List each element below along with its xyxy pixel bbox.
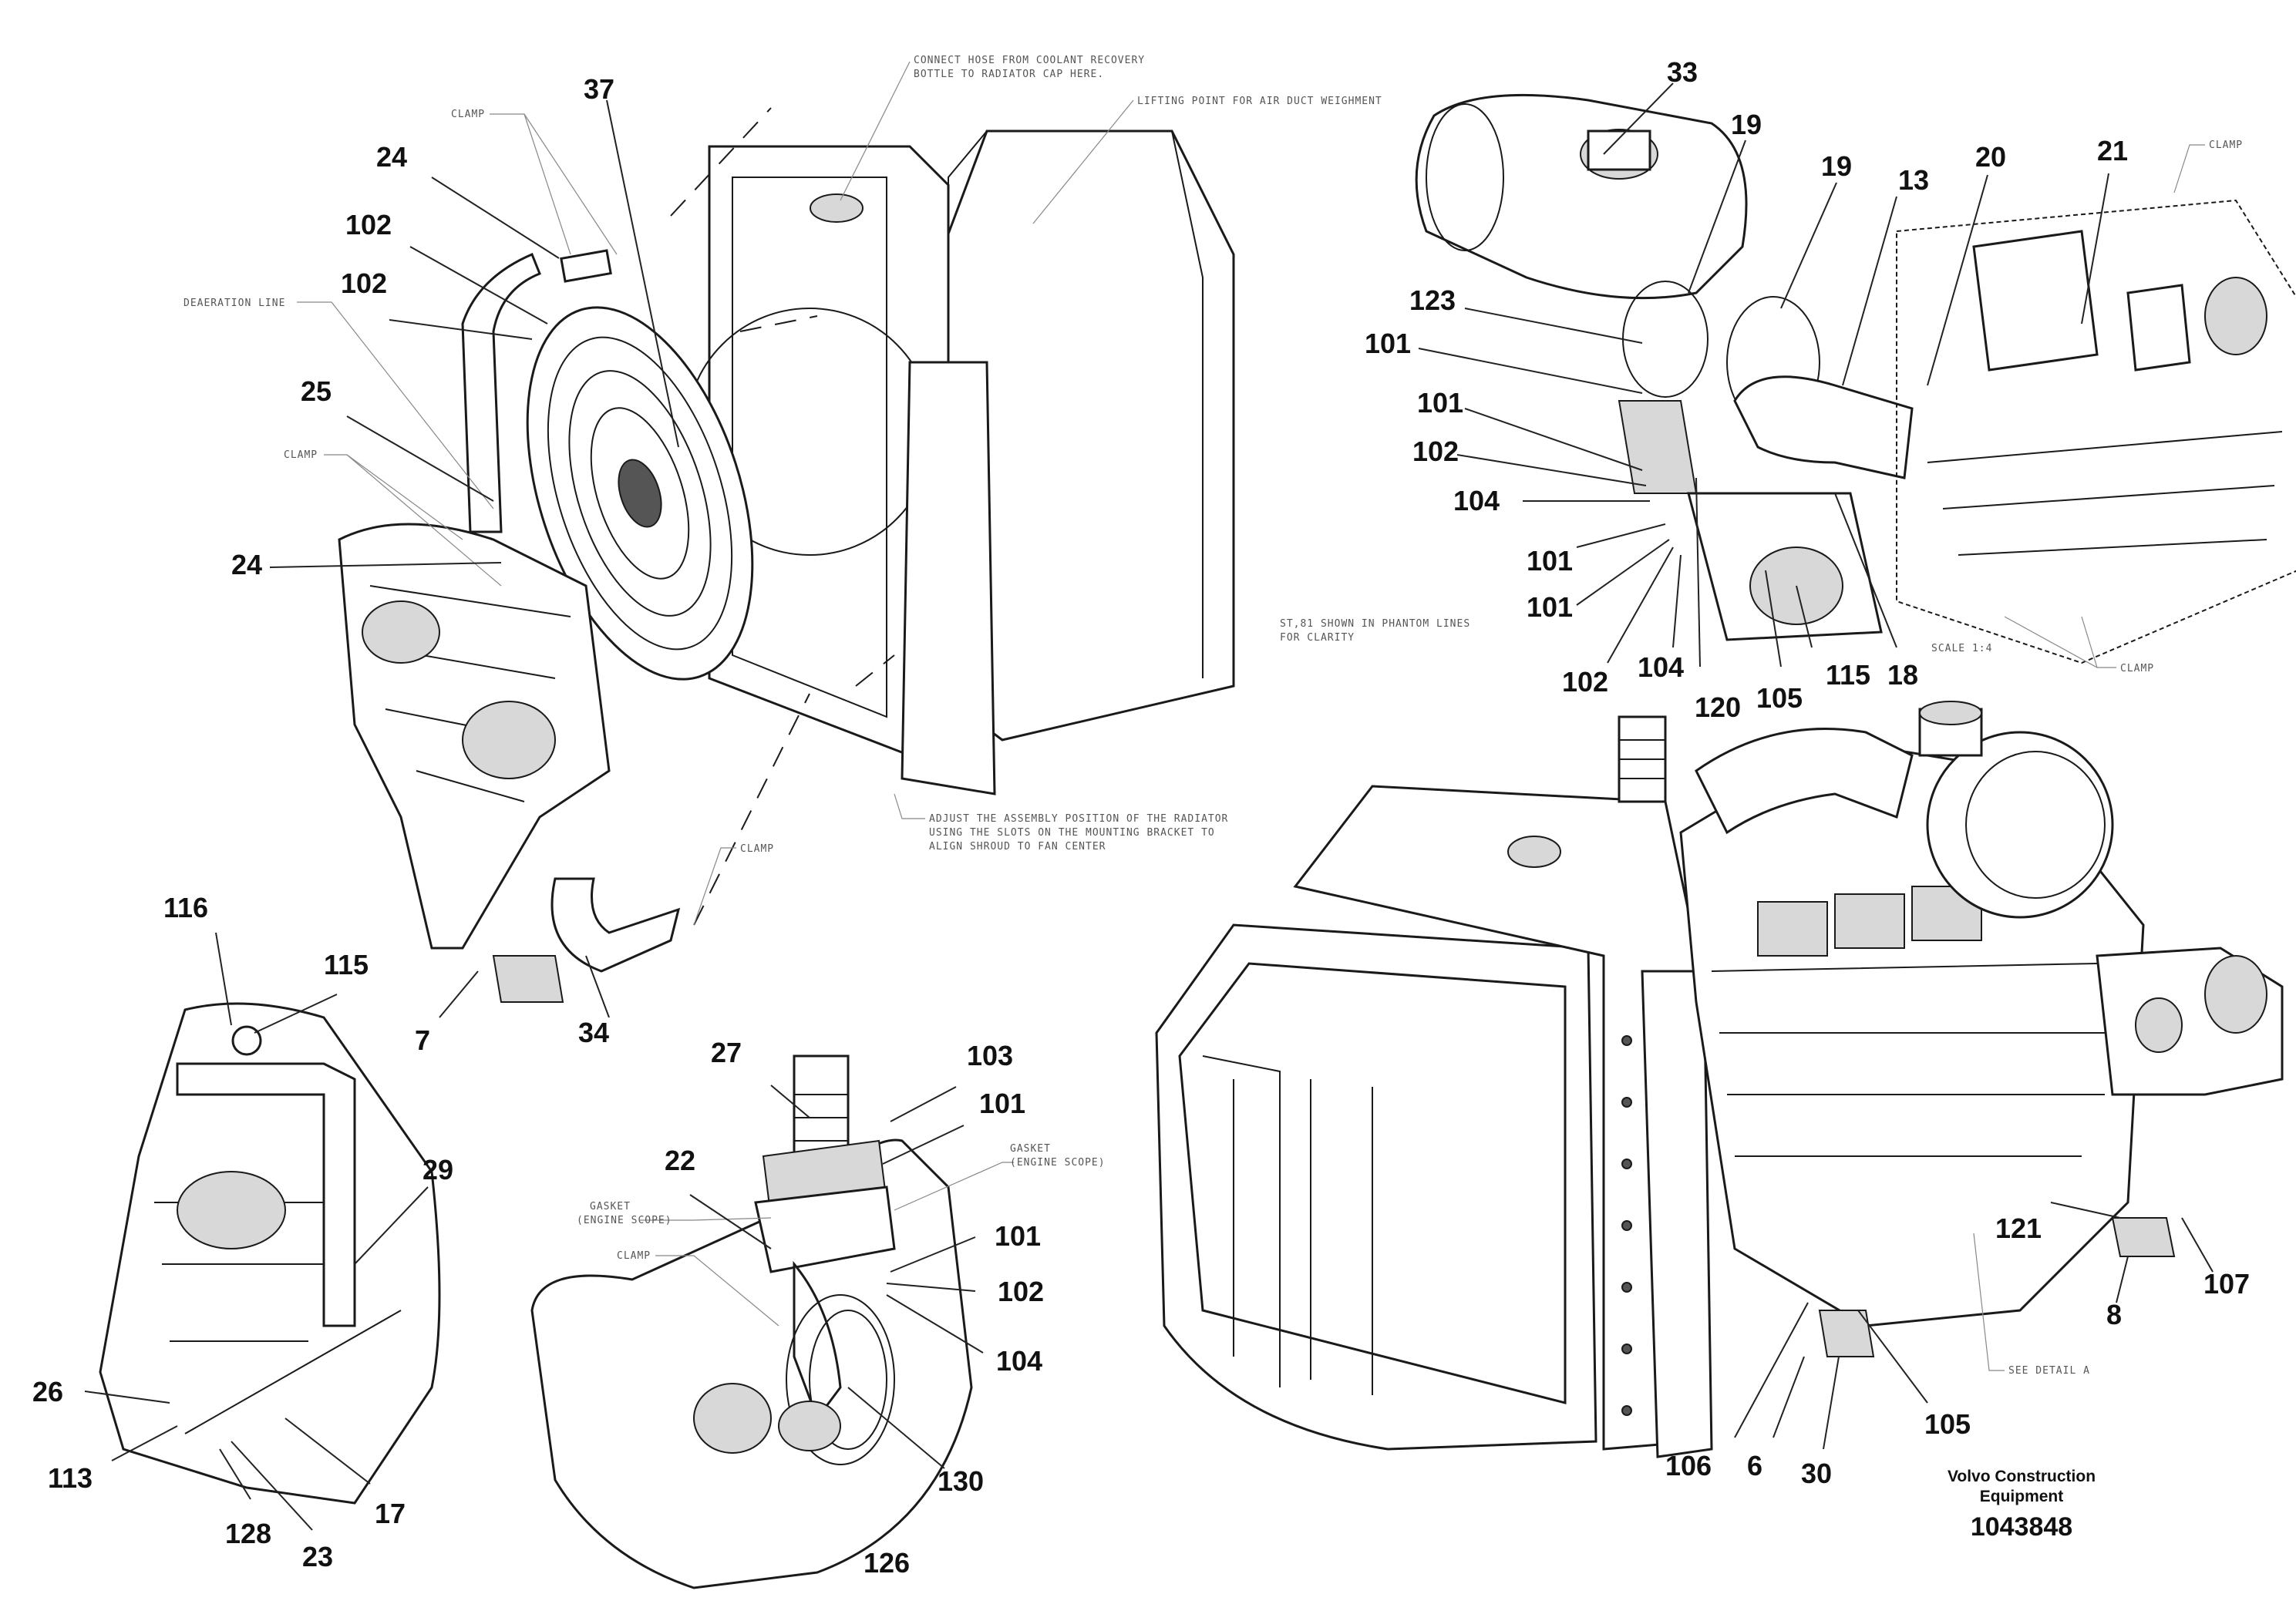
note-gasket-scope-1: (ENGINE SCOPE) — [1010, 1157, 1106, 1169]
part-label-104: 104 — [1638, 651, 1684, 683]
air-intake-detail — [1415, 93, 2296, 664]
part-label-128: 128 — [225, 1518, 271, 1549]
note-scale: SCALE 1:4 — [1931, 643, 1992, 654]
part-label-123: 123 — [1409, 284, 1456, 316]
note-lifting-point: LIFTING POINT FOR AIR DUCT WEIGHMENT — [1137, 96, 1382, 107]
radiator-fan-exploded-view — [338, 107, 1235, 1003]
note-clamp-2: CLAMP — [284, 449, 318, 461]
part-label-120: 120 — [1695, 691, 1741, 723]
part-label-19: 19 — [1731, 109, 1762, 140]
part-label-102: 102 — [998, 1276, 1044, 1307]
part-label-34: 34 — [578, 1017, 609, 1048]
note-clamp-4: CLAMP — [2209, 140, 2243, 151]
document-number: 1043848 — [1971, 1512, 2072, 1542]
note-connect-hose-line1: CONNECT HOSE FROM COOLANT RECOVERY — [914, 55, 1145, 66]
note-see-detail: SEE DETAIL A — [2008, 1365, 2090, 1377]
part-label-102: 102 — [1412, 436, 1459, 467]
part-label-21: 21 — [2097, 135, 2128, 166]
part-label-105: 105 — [1924, 1408, 1971, 1440]
part-label-24: 24 — [376, 141, 407, 173]
part-label-115: 115 — [1826, 659, 1870, 691]
note-connect-hose-line2: BOTTLE TO RADIATOR CAP HERE. — [914, 69, 1104, 80]
part-label-104: 104 — [1453, 485, 1500, 516]
part-label-121: 121 — [1995, 1212, 2042, 1244]
part-label-27: 27 — [711, 1037, 742, 1068]
note-clamp-5: CLAMP — [2120, 663, 2154, 674]
part-label-102: 102 — [345, 209, 392, 240]
part-label-17: 17 — [375, 1498, 406, 1529]
note-phantom-line2: FOR CLARITY — [1280, 632, 1355, 644]
note-clamp-6: CLAMP — [617, 1250, 651, 1262]
part-label-23: 23 — [302, 1541, 333, 1572]
part-label-113: 113 — [48, 1462, 93, 1494]
part-label-126: 126 — [864, 1547, 910, 1579]
brand-block: Volvo Construction Equipment 1043848 — [1948, 1468, 2096, 1542]
note-adjust-line2: USING THE SLOTS ON THE MOUNTING BRACKET … — [929, 827, 1215, 839]
brand-name-line1: Volvo Construction — [1948, 1468, 2096, 1485]
part-label-116: 116 — [163, 892, 208, 923]
part-label-102: 102 — [341, 267, 387, 299]
part-label-104: 104 — [996, 1345, 1042, 1377]
note-adjust-line1: ADJUST THE ASSEMBLY POSITION OF THE RADI… — [929, 813, 1228, 825]
annotation-notes: CLAMP CONNECT HOSE FROM COOLANT RECOVERY… — [183, 55, 2243, 1377]
part-label-37: 37 — [584, 73, 614, 105]
part-label-101: 101 — [1417, 387, 1463, 419]
part-label-29: 29 — [423, 1154, 453, 1185]
part-label-6: 6 — [1747, 1450, 1762, 1481]
part-label-101: 101 — [1365, 328, 1411, 359]
part-label-103: 103 — [967, 1040, 1013, 1071]
part-label-18: 18 — [1887, 659, 1918, 691]
part-label-115: 115 — [324, 949, 369, 980]
note-deaeration-line: DEAERATION LINE — [183, 298, 285, 309]
exhaust-flange-detail — [530, 1054, 973, 1589]
part-label-13: 13 — [1898, 164, 1929, 196]
note-gasket-scope-2: (ENGINE SCOPE) — [577, 1215, 672, 1226]
part-label-26: 26 — [32, 1376, 63, 1407]
part-label-24: 24 — [231, 549, 262, 580]
part-label-25: 25 — [301, 375, 332, 407]
part-label-105: 105 — [1756, 682, 1803, 714]
note-adjust-line3: ALIGN SHROUD TO FAN CENTER — [929, 841, 1106, 853]
part-label-20: 20 — [1975, 141, 2006, 173]
part-label-8: 8 — [2106, 1299, 2122, 1330]
part-number-labels: 37 24 102 102 25 24 7 34 33 19 19 13 20 … — [32, 56, 2250, 1579]
part-label-30: 30 — [1801, 1458, 1832, 1489]
note-gasket-1: GASKET — [1010, 1143, 1051, 1155]
part-label-19: 19 — [1821, 150, 1852, 182]
brand-name-line2: Equipment — [1980, 1488, 2064, 1505]
mount-bracket-detail — [99, 1002, 441, 1505]
part-label-107: 107 — [2203, 1268, 2250, 1300]
part-label-22: 22 — [665, 1145, 695, 1176]
note-clamp-1: CLAMP — [451, 109, 485, 120]
note-phantom-line1: ST,81 SHOWN IN PHANTOM LINES — [1280, 618, 1470, 630]
part-label-33: 33 — [1667, 56, 1698, 88]
full-assembly-view — [1155, 701, 2284, 1458]
part-label-106: 106 — [1665, 1450, 1712, 1481]
note-clamp-3: CLAMP — [740, 843, 774, 855]
part-label-101: 101 — [995, 1220, 1041, 1252]
part-label-7: 7 — [415, 1024, 430, 1056]
part-leader-lines — [84, 82, 2214, 1531]
part-label-101: 101 — [979, 1088, 1025, 1119]
part-label-101: 101 — [1527, 591, 1573, 623]
part-label-102: 102 — [1562, 666, 1608, 698]
part-label-130: 130 — [938, 1465, 984, 1497]
part-label-101: 101 — [1527, 545, 1573, 577]
note-gasket-2: GASKET — [590, 1201, 631, 1212]
